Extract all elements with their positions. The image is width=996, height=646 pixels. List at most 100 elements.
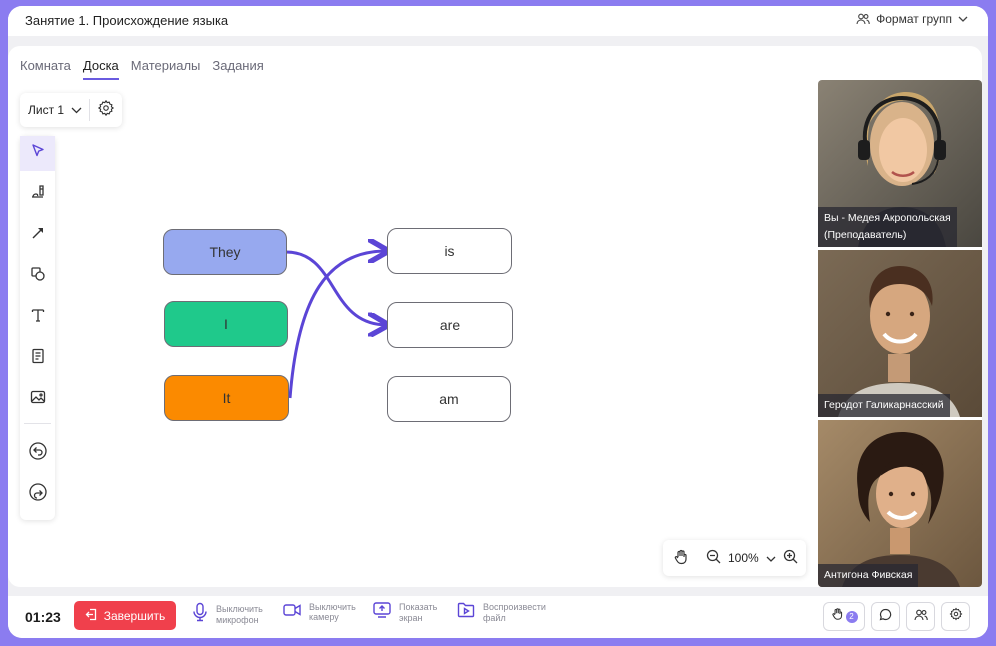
gear-icon (949, 607, 963, 626)
chat-button[interactable] (871, 602, 900, 631)
tab-room[interactable]: Комната (20, 58, 71, 73)
label-line: камеру (309, 612, 339, 623)
mic-toggle-label: Выключить микрофон (216, 604, 286, 625)
word-text: are (439, 317, 461, 333)
participants-button[interactable] (906, 602, 935, 631)
participant-role: (Преподаватель) (824, 229, 907, 242)
tool-shapes[interactable] (20, 259, 55, 294)
pan-hand-button[interactable] (673, 549, 689, 568)
chat-icon (879, 608, 892, 626)
label-line: Выключить (216, 604, 263, 615)
participant-name: Геродот Галикарнасский (824, 399, 944, 412)
tool-pen[interactable] (20, 177, 55, 212)
tab-assignments[interactable]: Задания (212, 58, 264, 73)
tool-text[interactable] (20, 300, 55, 335)
top-bar: Занятие 1. Происхождение языка Формат гр… (8, 6, 988, 36)
raised-hands-count: 2 (845, 610, 858, 623)
tab-materials[interactable]: Материалы (130, 58, 201, 73)
participant-tile-2[interactable]: Геродот Галикарнасский (818, 250, 982, 417)
settings-button[interactable] (941, 602, 970, 631)
camera-toggle-label: Выключить камеру (309, 602, 379, 623)
group-format-button[interactable]: Формат групп (856, 12, 968, 26)
sticky-note-icon (30, 348, 46, 369)
arrow-icon (30, 225, 46, 246)
zoom-controls: 100% (663, 540, 806, 576)
whiteboard[interactable]: They I It is are am (8, 46, 982, 587)
hand-icon (831, 607, 844, 626)
label-line: микрофон (216, 614, 259, 625)
word-text: I (224, 316, 228, 332)
tab-board[interactable]: Доска (82, 58, 119, 80)
gear-icon (97, 99, 115, 122)
tool-arrow[interactable] (20, 218, 55, 253)
zoom-in-button[interactable] (783, 549, 798, 567)
word-card-i[interactable]: I (164, 301, 288, 347)
participant-tile-3[interactable]: Антигона Фивская (818, 420, 982, 587)
redo-icon (28, 483, 47, 506)
exit-icon (85, 608, 98, 624)
play-file-label: Воспроизвести файл (483, 602, 553, 623)
zoom-menu-chevron[interactable] (766, 551, 776, 565)
group-format-label: Формат групп (876, 12, 952, 26)
word-card-is[interactable]: is (387, 228, 512, 274)
drawing-toolbar (20, 136, 55, 520)
divider (89, 99, 91, 121)
label-line: Показать (399, 602, 438, 613)
participant-name-label: Геродот Галикарнасский (818, 394, 950, 417)
word-card-it[interactable]: It (164, 375, 289, 421)
connector-it-is[interactable] (288, 251, 386, 399)
word-text: am (439, 391, 459, 407)
zoom-level[interactable]: 100% (728, 551, 759, 565)
camera-toggle-button[interactable]: Выключить камеру (283, 602, 379, 623)
mic-toggle-button[interactable]: Выключить микрофон (192, 602, 286, 627)
label-line: Выключить (309, 602, 356, 612)
label-line: Воспроизвести (483, 602, 546, 613)
chevron-down-icon (766, 556, 776, 562)
participant-name: Вы - Медея Акропольская (824, 212, 951, 225)
users-icon (913, 608, 928, 626)
tool-sticky-note[interactable] (20, 341, 55, 376)
tool-image[interactable] (20, 382, 55, 417)
redo-button[interactable] (20, 477, 55, 512)
word-text: It (222, 390, 231, 406)
sheet-label: Лист 1 (28, 103, 65, 117)
bottom-bar: 01:23 Завершить Выключить микрофон Выклю… (8, 596, 988, 638)
main-panel: They I It is are am Комната Доска Матери… (8, 46, 982, 587)
end-session-button[interactable]: Завершить (74, 601, 176, 630)
label-line: файл (483, 612, 506, 623)
group-icon (856, 13, 870, 25)
image-icon (30, 389, 46, 410)
sheet-controls: Лист 1 (20, 93, 122, 127)
zoom-out-button[interactable] (706, 549, 721, 567)
zoom-out-icon (706, 549, 721, 564)
participant-video (818, 250, 982, 417)
share-screen-label: Показать экран (399, 602, 469, 623)
play-file-button[interactable]: Воспроизвести файл (457, 602, 553, 623)
participants-panel: Вы - Медея Акропольская (Преподаватель) … (818, 80, 982, 587)
connector-they-are[interactable] (285, 250, 386, 325)
session-timer: 01:23 (25, 609, 61, 625)
sheet-settings-button[interactable] (90, 99, 122, 122)
tool-select[interactable] (20, 136, 55, 171)
microphone-icon (192, 602, 208, 627)
lesson-title: Занятие 1. Происхождение языка (25, 13, 229, 28)
chevron-down-icon (958, 16, 968, 22)
share-screen-icon (373, 602, 391, 623)
word-card-am[interactable]: am (387, 376, 511, 422)
undo-button[interactable] (20, 436, 55, 471)
raised-hands-button[interactable]: 2 (823, 602, 865, 631)
participant-tile-teacher[interactable]: Вы - Медея Акропольская (Преподаватель) (818, 80, 982, 247)
participant-name-label: Вы - Медея Акропольская (Преподаватель) (818, 207, 957, 247)
shapes-icon (30, 266, 46, 287)
share-screen-button[interactable]: Показать экран (373, 602, 469, 623)
select-icon (30, 143, 46, 164)
word-card-they[interactable]: They (163, 229, 287, 275)
pen-icon (30, 184, 46, 205)
participant-video (818, 80, 982, 247)
participant-name-label: Антигона Фивская (818, 564, 919, 587)
sheet-select[interactable]: Лист 1 (20, 103, 89, 117)
word-card-are[interactable]: are (387, 302, 513, 348)
divider (24, 423, 51, 424)
connector-layer (285, 46, 982, 399)
play-file-icon (457, 602, 475, 623)
